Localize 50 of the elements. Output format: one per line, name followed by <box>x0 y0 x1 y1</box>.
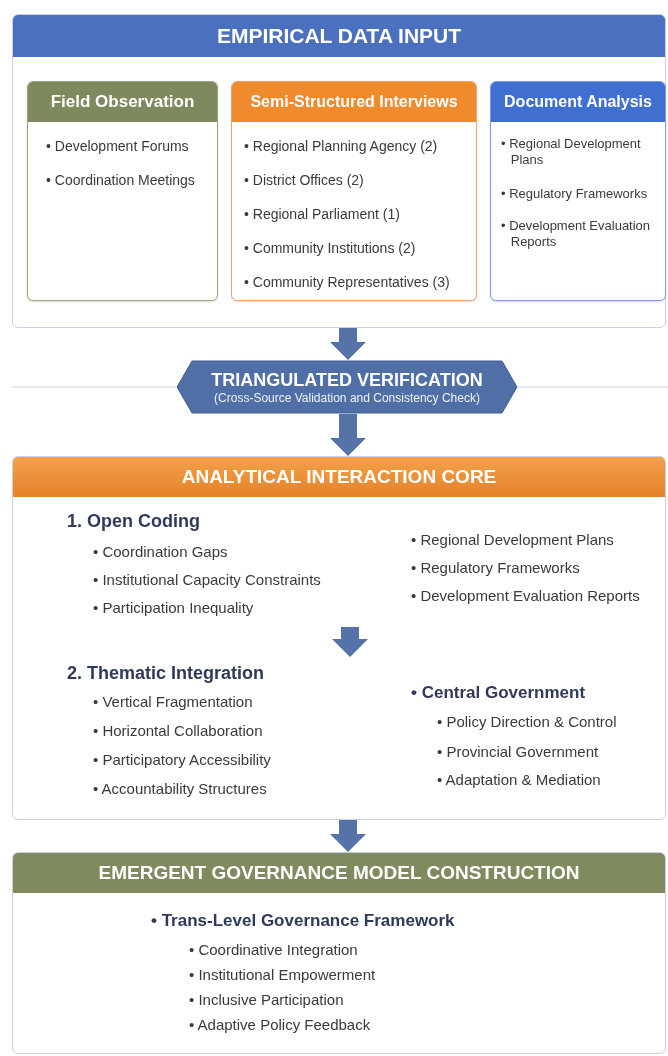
list-item: • Adaptive Policy Feedback <box>189 1016 371 1034</box>
card-header: Field Observation <box>28 82 217 122</box>
source-card <box>27 81 218 301</box>
section-panel <box>12 852 666 1054</box>
block-arrow <box>332 627 368 657</box>
list-item: • Regional Planning Agency (2) <box>244 138 438 155</box>
list-item: • Participatory Accessibility <box>93 751 271 769</box>
list-heading: • Central Government <box>411 683 586 704</box>
panel-header: ANALYTICAL INTERACTION CORE <box>13 457 665 497</box>
block-arrow <box>330 820 366 852</box>
hexagon-subtitle: (Cross-Source Validation and Consistency Check) <box>214 390 480 405</box>
list-item: • Horizontal Collaboration <box>93 722 263 740</box>
list-item: • Regulatory Frameworks <box>411 559 580 577</box>
list-item: • Provincial Government <box>437 743 599 761</box>
list-item: • Accountability Structures <box>93 780 267 798</box>
list-item: • Community Representatives (3) <box>244 274 450 291</box>
step-heading: 2. Thematic Integration <box>67 663 265 685</box>
list-item: • Policy Direction & Control <box>437 713 617 731</box>
list-item: • Coordinative Integration <box>189 941 358 959</box>
verification-hexagon <box>176 360 518 414</box>
section-panel <box>12 14 666 328</box>
card-header: Document Analysis <box>491 82 665 122</box>
list-item: • Adaptation & Mediation <box>437 771 601 789</box>
list-item: • Development Evaluation Reports <box>501 218 652 250</box>
list-item: • Coordination Meetings <box>46 172 195 189</box>
hexagon-title: TRIANGULATED VERIFICATION <box>211 369 483 391</box>
list-heading: • Trans-Level Governance Framework <box>151 911 455 932</box>
section-panel <box>12 456 666 820</box>
list-item: • Participation Inequality <box>93 599 254 617</box>
list-item: • Regional Parliament (1) <box>244 206 400 223</box>
panel-header: EMPIRICAL DATA INPUT <box>13 15 665 57</box>
list-item: • Vertical Fragmentation <box>93 693 253 711</box>
card-header: Semi-Structured Interviews <box>232 82 476 122</box>
list-item: • Inclusive Participation <box>189 991 344 1009</box>
list-item: • Development Forums <box>46 138 189 155</box>
list-item: • Community Institutions (2) <box>244 240 416 257</box>
list-item: • Regional Development Plans <box>411 531 614 549</box>
block-arrow <box>330 328 366 360</box>
list-item: • District Offices (2) <box>244 172 364 189</box>
step-heading: 1. Open Coding <box>67 511 200 533</box>
panel-header: EMERGENT GOVERNANCE MODEL CONSTRUCTION <box>13 853 665 893</box>
block-arrow <box>330 414 366 456</box>
list-item: • Development Evaluation Reports <box>411 587 640 605</box>
source-card <box>490 81 666 301</box>
list-item: • Regulatory Frameworks <box>501 186 649 202</box>
list-item: • Institutional Capacity Constraints <box>93 571 321 589</box>
list-item: • Regional Development Plans <box>501 136 642 168</box>
list-item: • Institutional Empowerment <box>189 966 376 984</box>
list-item: • Coordination Gaps <box>93 543 228 561</box>
source-card <box>231 81 477 301</box>
